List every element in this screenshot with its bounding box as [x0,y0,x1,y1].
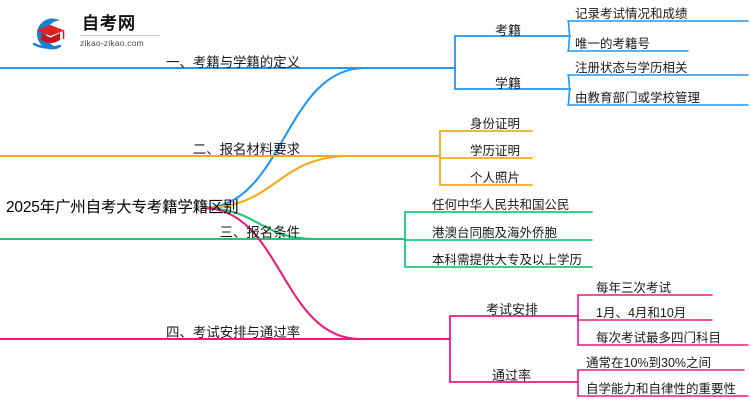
leaf-label-1-2-1[interactable]: 注册状态与学历相关 [575,61,688,75]
leaf-label-1-1-1[interactable]: 记录考试情况和成绩 [575,7,688,21]
logo-title: 自考网 [82,14,136,33]
node-label-4-1[interactable]: 考试安排 [486,302,539,317]
leaf-connector-1-1-1 [567,20,571,37]
graduation-cap-logo-icon [32,18,65,50]
node-label-2-1[interactable]: 身份证明 [470,117,521,131]
leaf-connector-1-2-1 [567,74,571,90]
node-label-1-2[interactable]: 学籍 [495,76,522,91]
leaf-label-4-1-3[interactable]: 每次考试最多四门科目 [596,331,722,345]
leaf-label-4-2-2[interactable]: 自学能力和自律性的重要性 [586,382,737,396]
node-label-3-3[interactable]: 本科需提供大专及以上学历 [432,253,583,267]
logo-subtitle: zikao-zikao.com [80,38,144,48]
branch-connector-1 [201,66,367,210]
leaf-connector-1-2-2 [567,88,571,106]
node-label-2-3[interactable]: 个人照片 [470,171,521,185]
site-logo[interactable]: 自考网 zikao-zikao.com [30,12,160,56]
branch-label-4[interactable]: 四、考试安排与通过率 [166,325,300,340]
leaf-label-4-1-1[interactable]: 每年三次考试 [596,281,672,295]
node-label-1-1[interactable]: 考籍 [495,23,522,38]
branch-label-3[interactable]: 三、报名条件 [219,225,301,240]
leaf-label-1-1-2[interactable]: 唯一的考籍号 [575,37,651,51]
node-label-3-2[interactable]: 港澳台同胞及海外侨胞 [432,226,558,240]
node-label-2-2[interactable]: 学历证明 [470,144,521,158]
branch-label-2[interactable]: 二、报名材料要求 [192,142,300,157]
logo-text-block: 自考网 zikao-zikao.com [80,14,160,48]
mindmap-root-topic[interactable]: 2025年广州自考大专考籍学籍区别 [6,199,239,216]
node-label-3-1[interactable]: 任何中华人民共和国公民 [432,198,570,212]
leaf-connector-1-1-2 [567,35,571,52]
leaf-label-4-1-2[interactable]: 1月、4月和10月 [596,306,687,320]
logo-divider [80,35,160,36]
leaf-label-1-2-2[interactable]: 由教育部门或学校管理 [575,91,701,105]
branch-label-1[interactable]: 一、考籍与学籍的定义 [166,55,300,70]
leaf-label-4-2-1[interactable]: 通常在10%到30%之间 [586,356,712,370]
node-label-4-2[interactable]: 通过率 [492,368,532,383]
